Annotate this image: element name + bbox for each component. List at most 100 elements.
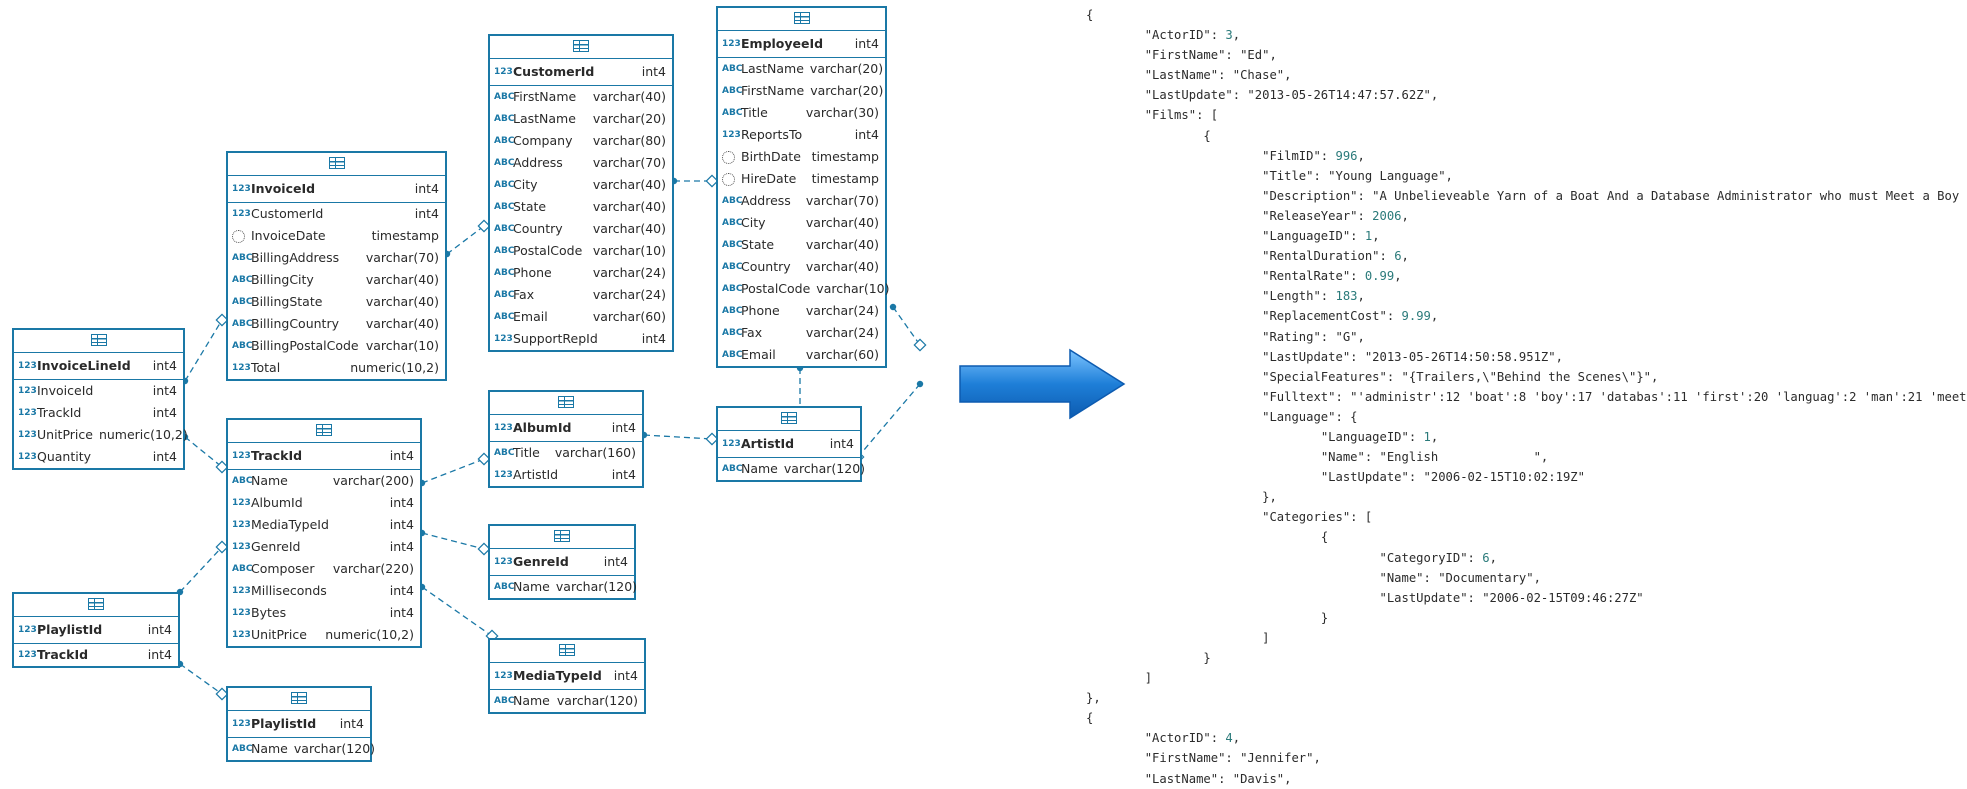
json-text: "Films": [ — [1144, 108, 1219, 123]
column-name: Fax — [741, 325, 763, 340]
json-text: }, — [1086, 691, 1101, 706]
string-type-icon: ABC — [494, 289, 515, 300]
json-line: "LastUpdate": "2013-05-26T14:47:57.62Z", — [1086, 85, 1951, 105]
column-type: int4 — [389, 517, 414, 532]
json-text: , — [1489, 550, 1497, 565]
json-text: "Language": { — [1262, 409, 1358, 424]
string-type-icon: ABC — [722, 305, 743, 316]
column-type: varchar(70) — [365, 250, 439, 265]
numeric-type-icon: 123 — [494, 556, 513, 567]
column-type: varchar(220) — [332, 561, 414, 576]
column-type: varchar(10) — [592, 243, 666, 258]
column-type: varchar(160) — [554, 445, 636, 460]
json-text: "LastUpdate": "2006-02-15T09:46:27Z" — [1379, 590, 1644, 605]
column-type: int4 — [389, 448, 414, 463]
json-text: ] — [1262, 630, 1270, 645]
table-icon — [90, 334, 107, 346]
link-playlisttrack-playlist — [179, 663, 223, 695]
column-type: varchar(40) — [592, 199, 666, 214]
json-indent — [1086, 330, 1262, 344]
column-name: Name — [513, 579, 550, 594]
column-name: GenreId — [251, 539, 301, 554]
entity-header — [490, 392, 642, 415]
many-end-marker — [477, 452, 491, 466]
